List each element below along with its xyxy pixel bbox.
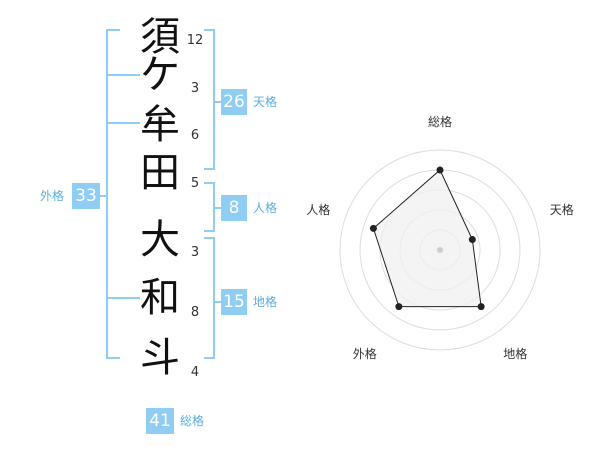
jinkaku-label: 人格 — [253, 201, 278, 215]
stroke-count-1: 12 — [186, 33, 204, 48]
stroke-count-3: 6 — [190, 128, 200, 143]
stroke-count-5: 3 — [190, 245, 200, 260]
radar-series-polygon — [372, 169, 482, 308]
tenkaku-bracket-top — [204, 29, 215, 31]
radar-point-4 — [395, 303, 403, 311]
radar-ring — [339, 149, 541, 351]
gaikaku-value: 33 — [72, 183, 100, 209]
tenkaku-value: 26 — [221, 89, 247, 115]
jinkaku-connector — [213, 207, 221, 209]
chikaku-bracket-bottom — [204, 357, 215, 359]
gaikaku-connector — [100, 195, 108, 197]
radar-point-5 — [369, 224, 377, 232]
name-char-1: 須 — [140, 14, 180, 60]
jinkaku-bracket-bottom — [204, 230, 215, 232]
tenkaku-bracket-bottom — [204, 168, 215, 170]
radar-point-2 — [468, 235, 476, 243]
radar-axis-label-1: 総格 — [427, 115, 452, 129]
chikaku-bracket — [213, 237, 215, 359]
soukaku-label: 総格 — [180, 414, 205, 428]
radar-point-3 — [477, 303, 485, 311]
gaikaku-bracket-top — [106, 29, 120, 31]
chikaku-label: 地格 — [253, 295, 278, 309]
jinkaku-bracket-top — [204, 182, 215, 184]
gaikaku-bracket-bottom — [106, 357, 120, 359]
name-char-7: 斗 — [140, 335, 180, 381]
name-char-6: 和 — [140, 275, 180, 321]
gaikaku-bracket — [106, 29, 108, 359]
radar-axis-label-5: 人格 — [306, 203, 331, 218]
radar-center — [437, 247, 443, 253]
divider-tick — [106, 297, 140, 299]
name-char-2: ケ — [140, 52, 180, 98]
radar-axis-label-2: 天格 — [549, 203, 574, 218]
gaikaku-label: 外格 — [40, 189, 65, 203]
radar-axis-label-3: 地格 — [503, 346, 528, 361]
name-char-3: 牟 — [140, 102, 180, 148]
tenkaku-bracket — [213, 29, 215, 170]
tenkaku-label: 天格 — [253, 95, 278, 109]
radar-point-1 — [436, 166, 444, 174]
name-char-5: 大 — [140, 217, 180, 263]
radar-chart — [339, 149, 541, 351]
stroke-count-6: 8 — [190, 305, 200, 320]
radar-axis-label-4: 外格 — [352, 346, 377, 361]
name-char-4: 田 — [140, 150, 180, 196]
divider-tick — [106, 74, 140, 76]
chikaku-value: 15 — [221, 289, 247, 315]
stroke-count-2: 3 — [190, 81, 200, 96]
stroke-count-7: 4 — [190, 365, 200, 380]
divider-tick — [106, 122, 140, 124]
tenkaku-connector — [213, 101, 221, 103]
chikaku-connector — [213, 301, 221, 303]
stroke-count-4: 5 — [190, 176, 200, 191]
jinkaku-value: 8 — [221, 195, 247, 221]
chikaku-bracket-top — [204, 237, 215, 239]
soukaku-value: 41 — [146, 408, 174, 434]
